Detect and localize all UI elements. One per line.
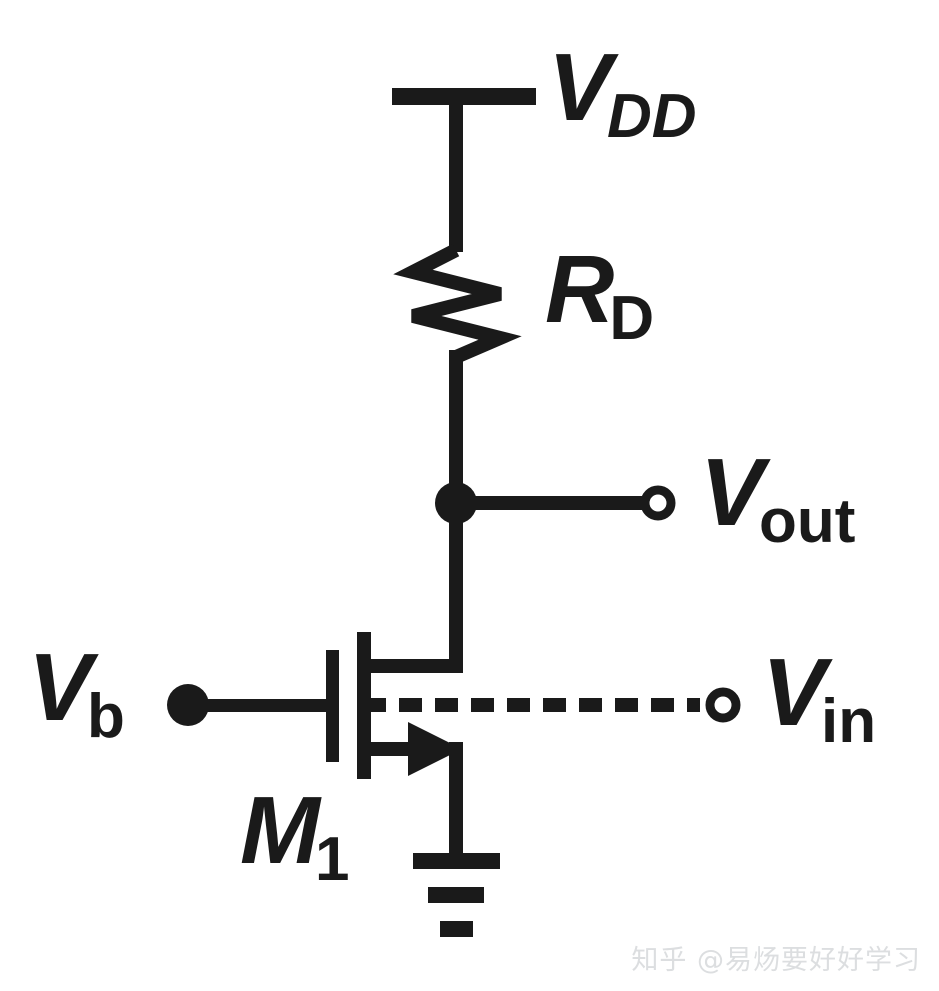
vout-open-terminal[interactable] bbox=[640, 485, 676, 521]
label-vout-main: V bbox=[700, 439, 764, 546]
label-m1: M1 bbox=[240, 783, 353, 891]
nmos-drain-stub bbox=[357, 659, 463, 673]
ground-bar-2 bbox=[428, 887, 484, 903]
label-vdd: VDD bbox=[548, 40, 701, 148]
label-rd: RD bbox=[545, 242, 658, 350]
label-vout-sub: out bbox=[759, 487, 856, 556]
watermark: 知乎 @易炀要好好学习 bbox=[631, 945, 921, 976]
vdd-rail-bar bbox=[392, 88, 536, 105]
label-vb-sub: b bbox=[87, 682, 125, 751]
wire-vb-to-gate bbox=[188, 699, 336, 712]
label-rd-sub: D bbox=[609, 284, 655, 353]
ground-bar-3 bbox=[440, 921, 473, 937]
vb-node-dot bbox=[167, 684, 209, 726]
wire-source-to-ground bbox=[449, 742, 463, 857]
wire-output-node-to-drain bbox=[449, 503, 463, 666]
label-vb-main: V bbox=[28, 634, 92, 741]
nmos-source-stub bbox=[357, 742, 417, 756]
vin-open-terminal[interactable] bbox=[705, 687, 741, 723]
label-m1-sub: 1 bbox=[314, 825, 350, 894]
drain-resistor-zigzag bbox=[393, 243, 522, 364]
nmos-source-arrow-icon bbox=[408, 722, 462, 776]
label-vb: Vb bbox=[28, 640, 129, 748]
label-rd-main: R bbox=[545, 236, 614, 343]
label-vout: Vout bbox=[700, 445, 859, 553]
wire-vdd-to-resistor bbox=[449, 100, 463, 252]
label-vin-sub: in bbox=[821, 687, 877, 756]
wire-output-node-to-vout-terminal bbox=[456, 496, 643, 510]
ground-bar-1 bbox=[413, 853, 500, 869]
label-vdd-sub: DD bbox=[607, 82, 697, 151]
label-m1-main: M bbox=[240, 777, 320, 884]
wire-resistor-to-output-node bbox=[449, 350, 463, 502]
label-vin: Vin bbox=[762, 645, 880, 753]
label-vdd-main: V bbox=[548, 34, 612, 141]
label-vin-main: V bbox=[762, 639, 826, 746]
